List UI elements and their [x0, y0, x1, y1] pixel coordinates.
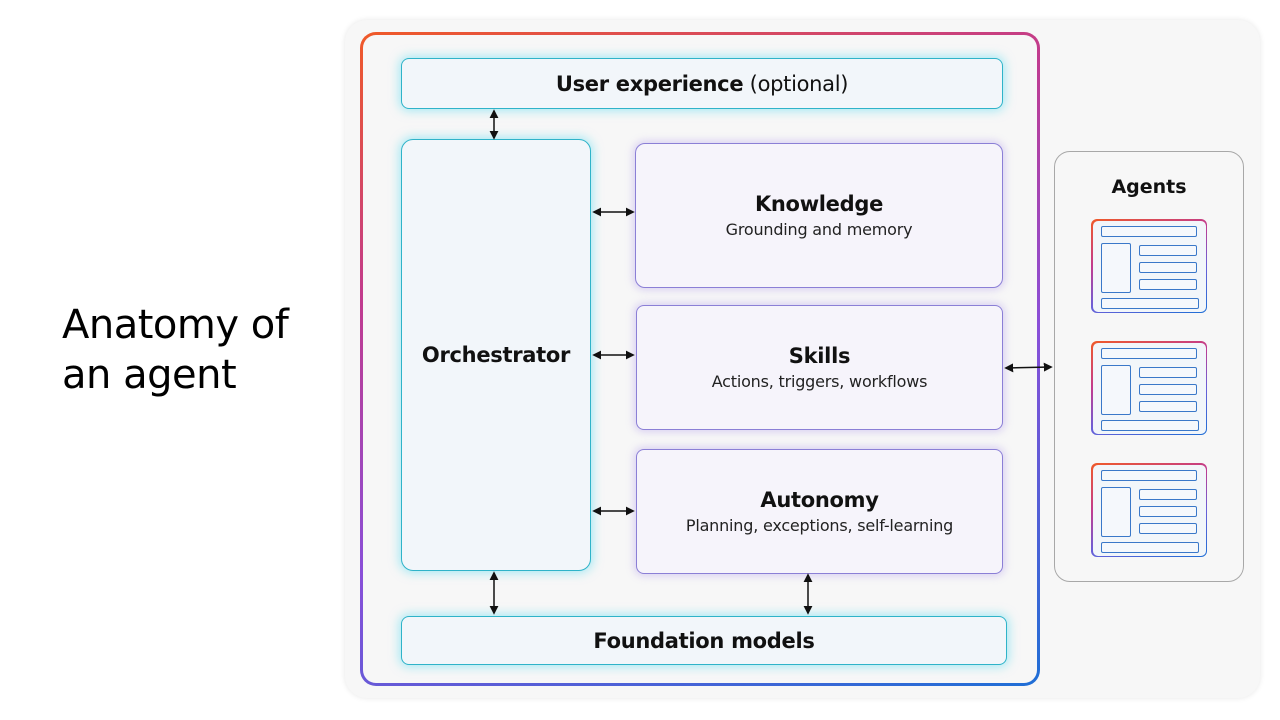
foundation-models-box: Foundation models — [401, 616, 1007, 665]
autonomy-title: Autonomy — [760, 488, 879, 512]
slide-title-line1: Anatomy of — [62, 302, 289, 348]
knowledge-subtitle: Grounding and memory — [725, 220, 913, 239]
skills-box: Skills Actions, triggers, workflows — [636, 305, 1003, 430]
knowledge-box: Knowledge Grounding and memory — [635, 143, 1003, 288]
agents-title: Agents — [1111, 176, 1187, 198]
slide-title-line2: an agent — [62, 352, 237, 398]
foundation-models-label: Foundation models — [593, 628, 815, 653]
user-experience-optional-label: (optional) — [749, 71, 849, 96]
orchestrator-box: Orchestrator — [401, 139, 591, 571]
skills-subtitle: Actions, triggers, workflows — [711, 372, 928, 391]
orchestrator-label: Orchestrator — [421, 343, 571, 367]
autonomy-subtitle: Planning, exceptions, self-learning — [685, 516, 954, 535]
skills-title: Skills — [788, 344, 851, 368]
slide-title: Anatomy of an agent — [62, 300, 342, 400]
user-experience-label: User experience — [555, 71, 744, 96]
autonomy-box: Autonomy Planning, exceptions, self-lear… — [636, 449, 1003, 574]
agent-card-icon — [1091, 341, 1207, 435]
agent-card-icon — [1091, 463, 1207, 557]
user-experience-box: User experience (optional) — [401, 58, 1003, 109]
agent-card-icon — [1091, 219, 1207, 313]
knowledge-title: Knowledge — [754, 192, 884, 216]
